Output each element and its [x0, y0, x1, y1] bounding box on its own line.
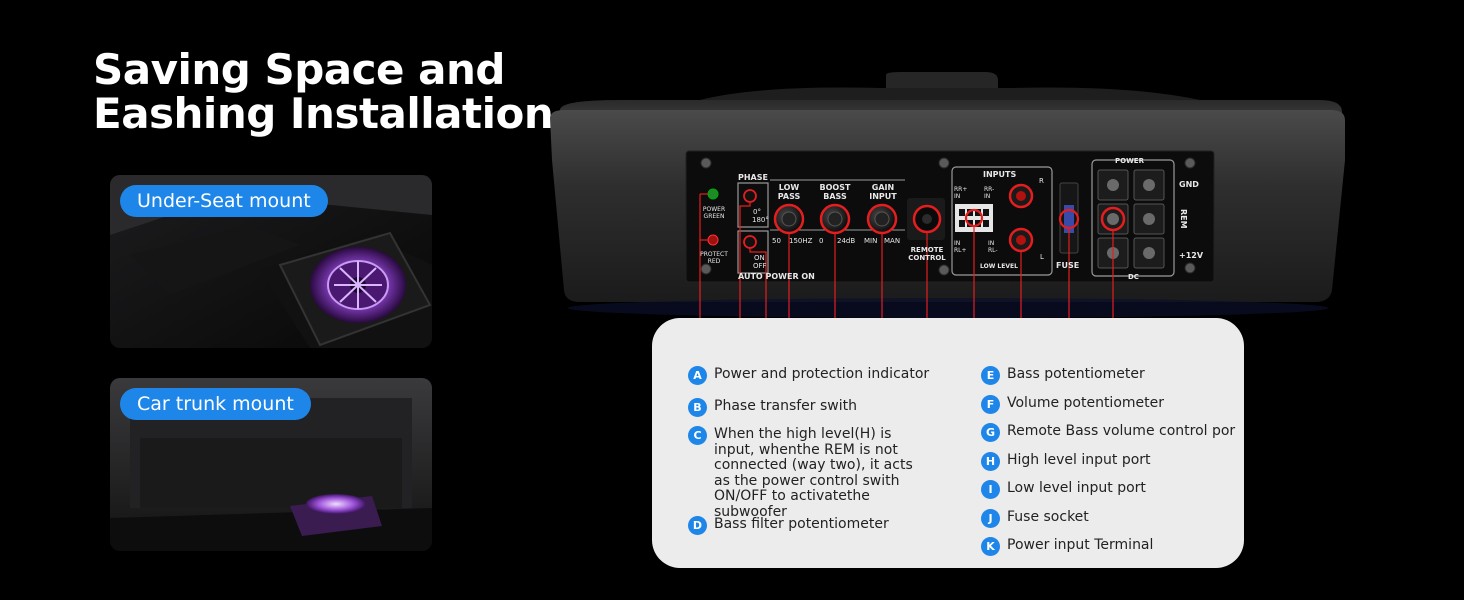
legend-item-f: F Volume potentiometer — [981, 395, 1165, 414]
legend-item-h: H High level input port — [981, 452, 1151, 471]
legend-item-k: K Power input Terminal — [981, 537, 1154, 556]
boost-bass-label: BOOST BASS — [819, 183, 851, 201]
legend-text-e: Bass potentiometer — [1007, 366, 1145, 382]
phase-title: PHASE — [738, 173, 768, 182]
legend-text-g: Remote Bass volume control por — [1007, 423, 1236, 439]
l-label: L — [1040, 253, 1044, 261]
low-pass-label: LOW PASS — [777, 183, 801, 201]
legend-badge-j: J — [981, 509, 1000, 528]
legend-badge-f: F — [981, 395, 1000, 414]
legend-badge-b: B — [688, 398, 707, 417]
legend-text-j: Fuse socket — [1007, 509, 1089, 525]
rr-plus-in-label: RR+ IN — [954, 186, 968, 200]
boost-min: 0 — [819, 237, 824, 245]
legend-badge-d: D — [688, 516, 707, 535]
legend-badge-a: A — [688, 366, 707, 385]
legend-item-g: G Remote Bass volume control por — [981, 423, 1236, 442]
legend-text-c: When the high level(H) is input, whenthe… — [714, 426, 913, 520]
legend-text-h: High level input port — [1007, 452, 1151, 468]
low-pass-max: 150HZ — [789, 237, 813, 245]
legend-badge-h: H — [981, 452, 1000, 471]
low-level-label: LOW LEVEL — [980, 263, 1018, 270]
power-green-label: POWER GREEN — [702, 206, 726, 220]
legend-item-e: E Bass potentiometer — [981, 366, 1145, 385]
auto-power-on-label: AUTO POWER ON — [738, 272, 815, 281]
fuse-label: FUSE — [1056, 261, 1080, 270]
mount-label-under-seat: Under-Seat mount — [120, 185, 328, 217]
legend-item-j: J Fuse socket — [981, 509, 1089, 528]
on-label: ON — [754, 254, 765, 262]
in-rl-plus-label: IN RL+ — [954, 240, 967, 254]
remote-control-label: REMOTE CONTROL — [908, 246, 946, 262]
gnd-label: GND — [1179, 180, 1199, 189]
legend-text-d: Bass filter potentiometer — [714, 516, 889, 532]
power-label: POWER — [1115, 157, 1144, 165]
rem-label: REM — [1179, 209, 1188, 229]
under-seat-photo: Under-Seat mount — [110, 175, 432, 348]
protect-red-label: PROTECT RED — [700, 251, 728, 265]
rca-right — [1008, 183, 1034, 209]
legend-item-i: I Low level input port — [981, 480, 1146, 499]
mount-label-trunk: Car trunk mount — [120, 388, 311, 420]
rca-left — [1008, 227, 1034, 253]
off-label: OFF — [753, 262, 767, 270]
plus12v-label: +12V — [1179, 251, 1204, 260]
headline-line-1: Saving Space and — [93, 45, 505, 94]
inputs-label: INPUTS — [983, 170, 1017, 179]
headline: Saving Space and Eashing Installation — [93, 45, 554, 138]
in-rl-minus-label: IN RL- — [988, 240, 998, 254]
legend-badge-e: E — [981, 366, 1000, 385]
legend-badge-g: G — [981, 423, 1000, 442]
dc-label: DC — [1128, 273, 1139, 281]
legend-card: A Power and protection indicator B Phase… — [652, 318, 1244, 568]
legend-badge-k: K — [981, 537, 1000, 556]
headline-line-2: Eashing Installation — [93, 89, 554, 138]
legend-badge-c: C — [688, 426, 707, 445]
legend-item-b: B Phase transfer swith — [688, 398, 857, 417]
boost-bass-knob — [819, 203, 851, 235]
legend-text-f: Volume potentiometer — [1007, 395, 1165, 411]
gain-input-label: GAIN INPUT — [869, 183, 897, 201]
gain-max: MAN — [884, 237, 901, 245]
legend-item-c: C When the high level(H) is input, whent… — [688, 426, 929, 520]
rr-minus-in-label: RR- IN — [984, 186, 995, 200]
legend-text-a: Power and protection indicator — [714, 366, 930, 382]
legend-badge-i: I — [981, 480, 1000, 499]
callout-lines — [699, 193, 1114, 331]
legend-item-d: D Bass filter potentiometer — [688, 516, 889, 535]
legend-text-i: Low level input port — [1007, 480, 1146, 496]
phase-0-label: 0° — [753, 208, 761, 216]
gain-input-knob — [866, 203, 898, 235]
phase-180-label: 180° — [752, 216, 769, 224]
legend-text-k: Power input Terminal — [1007, 537, 1154, 553]
r-label: R — [1039, 177, 1044, 185]
control-panel — [685, 150, 1215, 283]
gain-min: MIN — [864, 237, 878, 245]
low-pass-min: 50 — [772, 237, 781, 245]
trunk-photo: Car trunk mount — [110, 378, 432, 551]
legend-item-a: A Power and protection indicator — [688, 366, 930, 385]
legend-text-b: Phase transfer swith — [714, 398, 857, 414]
boost-max: 24dB — [837, 237, 856, 245]
